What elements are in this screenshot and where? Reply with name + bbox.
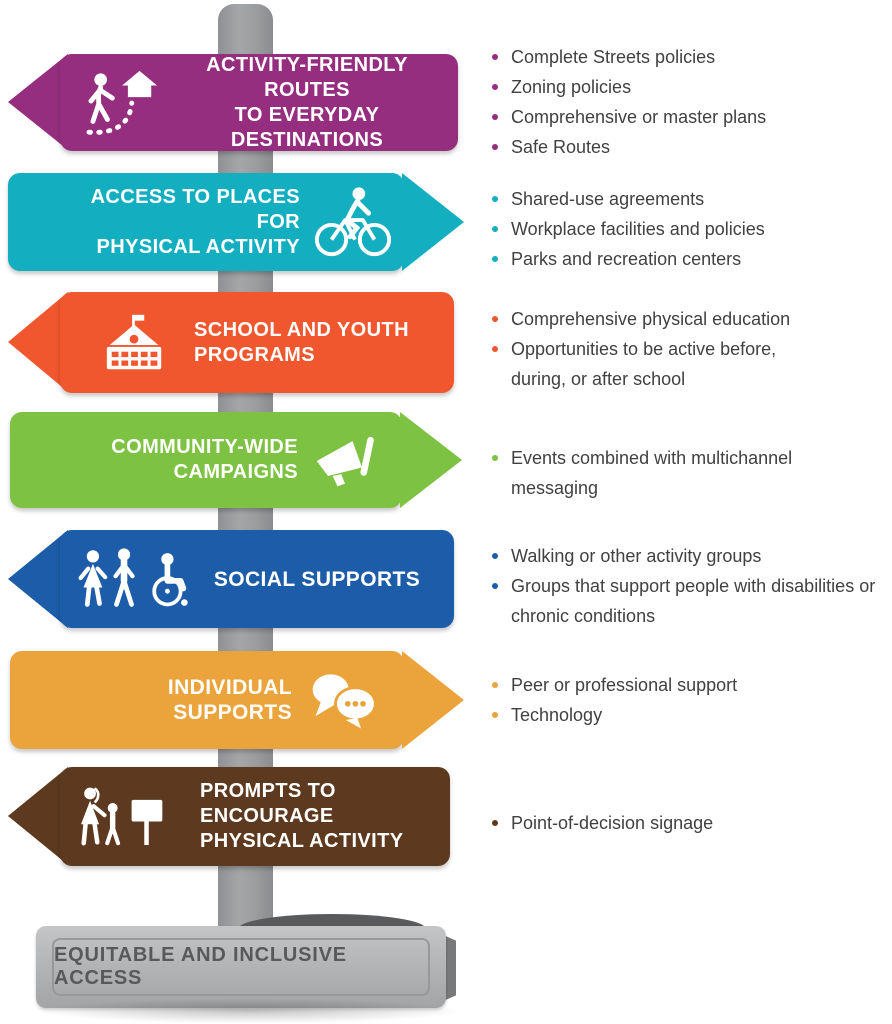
bullet-list-school-youth: Comprehensive physical education Opportu… (492, 304, 824, 394)
sign-label-line: SOCIAL SUPPORTS (213, 567, 421, 591)
arrow-tip (400, 412, 462, 508)
bullet-text: Zoning policies (511, 77, 632, 97)
sign-label-line: SCHOOL AND YOUTH (194, 318, 409, 341)
bullet-item: Parks and recreation centers (492, 244, 888, 274)
people-walking-wheelchair-icon (76, 546, 206, 612)
bullet-dot (492, 820, 498, 826)
bullet-dot (492, 682, 498, 688)
bullet-item: Complete Streets policies (492, 42, 888, 72)
sign-label-line: TO EVERYDAY DESTINATIONS (230, 103, 384, 151)
bullet-dot (492, 84, 498, 90)
bullet-text: Comprehensive physical education (511, 309, 791, 329)
bullet-list-prompts: Point-of-decision signage (492, 808, 888, 838)
sign-prompts-physical-activity: PROMPTS TO ENCOURAGE PHYSICAL ACTIVITY (8, 767, 450, 866)
bullet-item: Technology (492, 700, 888, 730)
bullet-text: Complete Streets policies (511, 47, 716, 67)
bullet-item: Comprehensive physical education (492, 304, 824, 334)
bullet-text: Comprehensive or master plans (511, 107, 767, 127)
arrow-tip (8, 292, 68, 392)
bullet-item: Peer or professional support (492, 670, 888, 700)
sign-label-line: COMMUNITY-WIDE (111, 436, 298, 458)
bullet-dot (492, 54, 498, 60)
bullet-dot (492, 712, 498, 718)
arrow-tip (402, 651, 464, 749)
bullet-dot (492, 256, 498, 262)
school-building-icon (102, 312, 168, 374)
arrow-tip (8, 54, 68, 150)
base-panel: EQUITABLE AND INCLUSIVE ACCESS (52, 938, 430, 996)
bullet-text: Workplace facilities and policies (511, 219, 765, 239)
bullet-dot (492, 226, 498, 232)
adult-child-signpost-icon (72, 784, 184, 850)
bullet-item: Safe Routes (492, 132, 888, 162)
bullet-list-access-to-places: Shared-use agreements Workplace faciliti… (492, 184, 888, 274)
bullet-text: Technology (511, 705, 603, 725)
sign-label-line: ACTIVITY-FRIENDLY ROUTES (206, 53, 408, 101)
bullet-item: Zoning policies (492, 72, 888, 102)
sign-social-supports: SOCIAL SUPPORTS (8, 530, 454, 628)
bullet-list-individual-supports: Peer or professional support Technology (492, 670, 888, 730)
arrow-tip (8, 530, 68, 628)
bullet-text: Opportunities to be active before, durin… (511, 339, 777, 389)
bullet-dot (492, 114, 498, 120)
sign-label-line: PROGRAMS (194, 343, 315, 366)
bullet-dot (492, 144, 498, 150)
chat-bubbles-icon (306, 670, 382, 730)
sign-community-wide-campaigns: COMMUNITY-WIDE CAMPAIGNS (10, 412, 466, 508)
sign-label-line: INDIVIDUAL SUPPORTS (167, 676, 292, 724)
bullet-item: Groups that support people with disabili… (492, 571, 888, 631)
pedestrian-path-to-house-icon (82, 68, 166, 138)
bullet-dot (492, 346, 498, 352)
bullet-list-activity-friendly-routes: Complete Streets policies Zoning policie… (492, 42, 888, 162)
bullet-dot (492, 553, 498, 559)
sign-individual-supports: INDIVIDUAL SUPPORTS (10, 651, 464, 749)
sign-label-line: ACCESS TO PLACES FOR (90, 185, 300, 233)
bullet-list-social-supports: Walking or other activity groups Groups … (492, 541, 888, 631)
bullet-item: Comprehensive or master plans (492, 102, 888, 132)
sign-access-to-places: ACCESS TO PLACES FOR PHYSICAL ACTIVITY (8, 173, 464, 271)
sign-activity-friendly-routes: ACTIVITY-FRIENDLY ROUTES TO EVERYDAY DES… (8, 54, 458, 151)
sign-label-line: CAMPAIGNS (173, 461, 298, 483)
bullet-item: Shared-use agreements (492, 184, 888, 214)
bullet-text: Events combined with multichannel messag… (511, 448, 793, 498)
base-label: EQUITABLE AND INCLUSIVE ACCESS (54, 944, 347, 989)
megaphone-icon (312, 431, 378, 489)
bullet-text: Shared-use agreements (511, 189, 705, 209)
bullet-item: Opportunities to be active before, durin… (492, 334, 824, 394)
arrow-tip (8, 767, 68, 865)
bullet-item: Point-of-decision signage (492, 808, 888, 838)
bullet-text: Parks and recreation centers (511, 249, 742, 269)
cyclist-icon (312, 184, 394, 260)
bullet-dot (492, 316, 498, 322)
bullet-text: Safe Routes (511, 137, 611, 157)
bullet-dot (492, 455, 498, 461)
bullet-dot (492, 196, 498, 202)
bullet-text: Point-of-decision signage (511, 813, 714, 833)
arrow-tip (402, 173, 464, 271)
bullet-dot (492, 583, 498, 589)
bullet-list-community-wide: Events combined with multichannel messag… (492, 443, 834, 503)
base-shadow (30, 998, 470, 1024)
bullet-text: Peer or professional support (511, 675, 738, 695)
sign-label-line: PHYSICAL ACTIVITY (200, 830, 404, 852)
base-block: EQUITABLE AND INCLUSIVE ACCESS (36, 926, 446, 1008)
bullet-item: Events combined with multichannel messag… (492, 443, 834, 503)
sign-label-line: PHYSICAL ACTIVITY (96, 235, 300, 258)
bullet-item: Workplace facilities and policies (492, 214, 888, 244)
bullet-text: Walking or other activity groups (511, 546, 762, 566)
bullet-text: Groups that support people with disabili… (511, 576, 876, 626)
sign-label-line: PROMPTS TO ENCOURAGE (200, 780, 336, 827)
sign-school-youth-programs: SCHOOL AND YOUTH PROGRAMS (8, 292, 454, 393)
bullet-item: Walking or other activity groups (492, 541, 888, 571)
